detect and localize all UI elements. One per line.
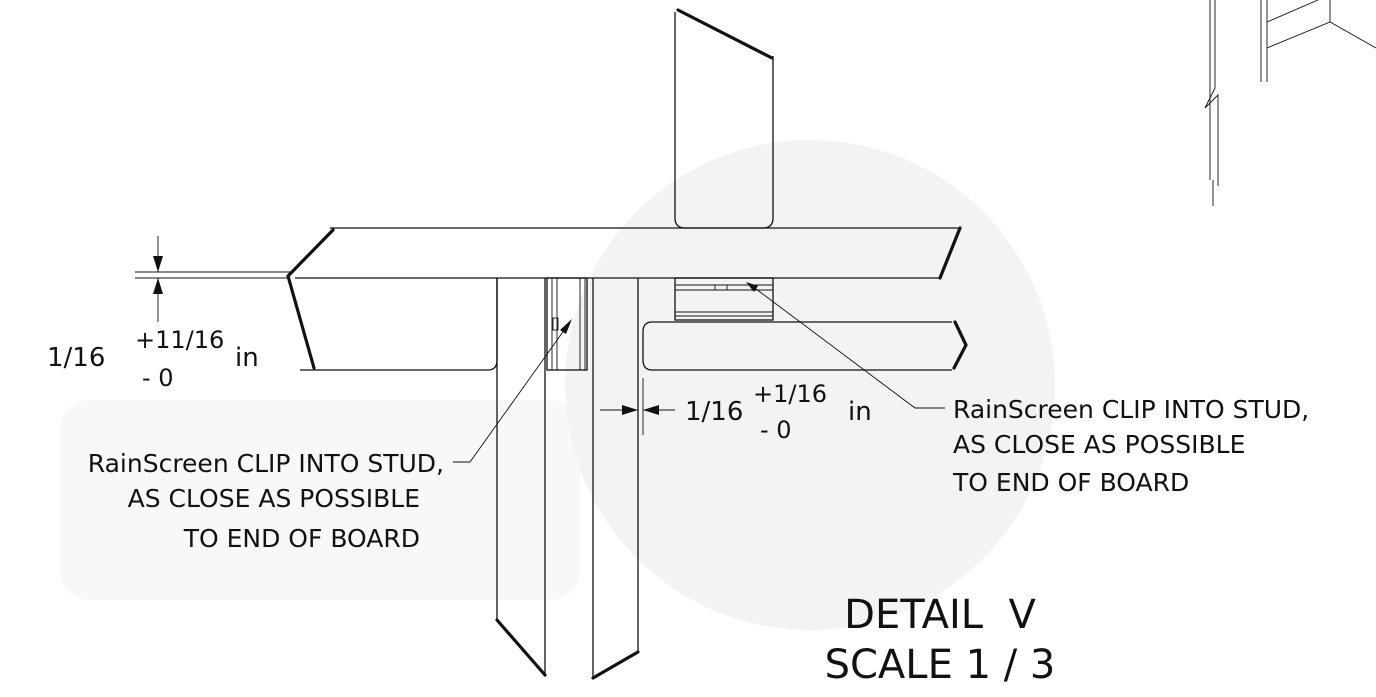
watermark-logo [60, 140, 1055, 630]
right-stud-break [591, 650, 640, 680]
left-callout-line-3: TO END OF BOARD [183, 524, 420, 553]
horizontal-dim-nominal: 1/16 [685, 397, 743, 427]
right-vertical-stud [592, 278, 639, 678]
left-callout-line-2: AS CLOSE AS POSSIBLE [128, 484, 420, 513]
vertical-dim-nominal: 1/16 [47, 343, 105, 373]
horizontal-dim-upper-tol: +1/16 [753, 380, 827, 408]
detail-title: DETAIL V [844, 592, 1036, 638]
right-callout-line-1: RainScreen CLIP INTO STUD, [953, 395, 1309, 424]
horizontal-dimension-arrows [600, 378, 675, 435]
vertical-dim-lower-tol: - 0 [142, 364, 174, 392]
left-lower-board [300, 278, 498, 371]
right-callout-leader [746, 282, 945, 409]
left-reference-lines [135, 271, 290, 279]
left-callout-leader [453, 319, 572, 463]
partial-elevation-view [1204, 0, 1376, 206]
horizontal-board-left-break [286, 228, 335, 370]
detail-scale: SCALE 1 / 3 [825, 642, 1056, 688]
top-board-break-line [676, 8, 774, 60]
left-stud-break [495, 618, 547, 677]
horizontal-board [295, 227, 960, 279]
horizontal-dim-lower-tol: - 0 [760, 416, 792, 444]
left-rainscreen-clip [546, 277, 588, 371]
top-rainscreen-clip [674, 277, 774, 321]
left-callout-line-1: RainScreen CLIP INTO STUD, [88, 449, 444, 478]
right-callout-line-2: AS CLOSE AS POSSIBLE [953, 430, 1245, 459]
right-lower-board-break [952, 320, 968, 370]
vertical-dimension-arrows [153, 236, 163, 322]
right-callout-line-3: TO END OF BOARD [952, 468, 1189, 497]
vertical-dim-upper-tol: +11/16 [135, 326, 224, 354]
left-vertical-stud [496, 278, 546, 675]
horizontal-dim-unit: in [848, 397, 872, 427]
horizontal-board-right-break [938, 226, 962, 280]
vertical-dim-unit: in [235, 343, 259, 373]
right-lower-board [642, 321, 952, 371]
